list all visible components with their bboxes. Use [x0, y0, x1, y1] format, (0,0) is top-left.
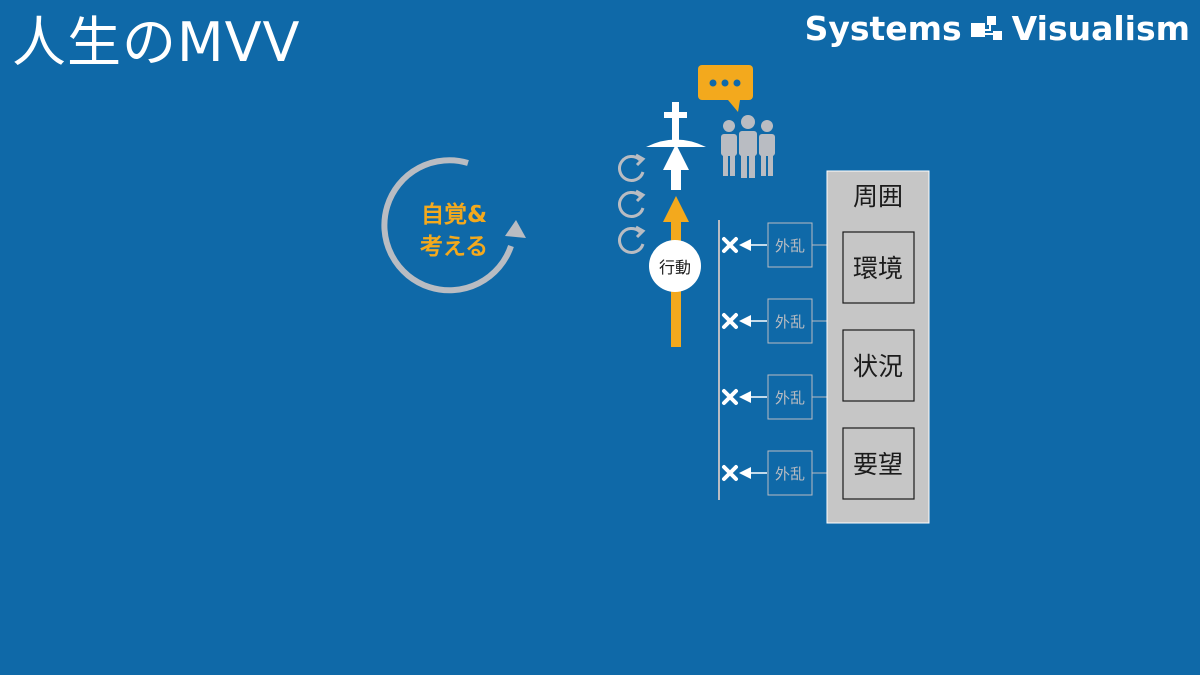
people-group-icon: [721, 115, 775, 178]
cycle-arc: [381, 157, 514, 294]
situation-box: [842, 329, 915, 402]
loop-arrow-icon: [618, 225, 646, 254]
cross-flag-icon: [646, 102, 706, 147]
demand-box: [842, 427, 915, 500]
brand-left-text: Systems: [804, 8, 962, 48]
loop-icons: [618, 153, 646, 254]
demand-label: 要望: [853, 450, 903, 479]
x-mark-icon: [722, 237, 738, 253]
cycle-text-line2: 考える: [420, 234, 488, 260]
cycle-arrowhead: [505, 220, 526, 238]
loop-arrow-icon: [618, 153, 646, 182]
surroundings-panel: 周囲 環境 状況 要望: [826, 170, 930, 524]
speech-bubble-icon: [698, 65, 753, 112]
slide-title: 人生のMVV: [12, 11, 301, 74]
disturbance-label: 外乱: [775, 313, 805, 331]
disturbance-label: 外乱: [775, 465, 805, 483]
action-node: 行動: [649, 240, 701, 292]
disturbance-row: 外乱: [722, 298, 827, 344]
systems-visualism-logo-icon: [970, 16, 1002, 40]
awareness-cycle: 自覚& 考える: [381, 157, 526, 294]
surroundings-title: 周囲: [853, 182, 903, 211]
brand-logo: Systems Visualism: [805, 6, 1190, 50]
brand-right-text: Visualism: [1011, 8, 1190, 48]
disturbance-row: 外乱: [722, 374, 827, 420]
cycle-text-line1: 自覚&: [421, 201, 487, 228]
disturbance-label: 外乱: [775, 237, 805, 255]
environment-box: [842, 231, 915, 304]
action-label: 行動: [659, 258, 691, 277]
disturbance-label: 外乱: [775, 389, 805, 407]
situation-label: 状況: [853, 352, 903, 381]
disturbance-row: 外乱: [722, 450, 827, 496]
x-mark-icon: [722, 389, 738, 405]
x-mark-icon: [722, 465, 738, 481]
environment-label: 環境: [853, 254, 903, 283]
x-mark-icon: [722, 313, 738, 329]
loop-arrow-icon: [618, 189, 646, 218]
disturbance-row: 外乱: [722, 222, 827, 268]
